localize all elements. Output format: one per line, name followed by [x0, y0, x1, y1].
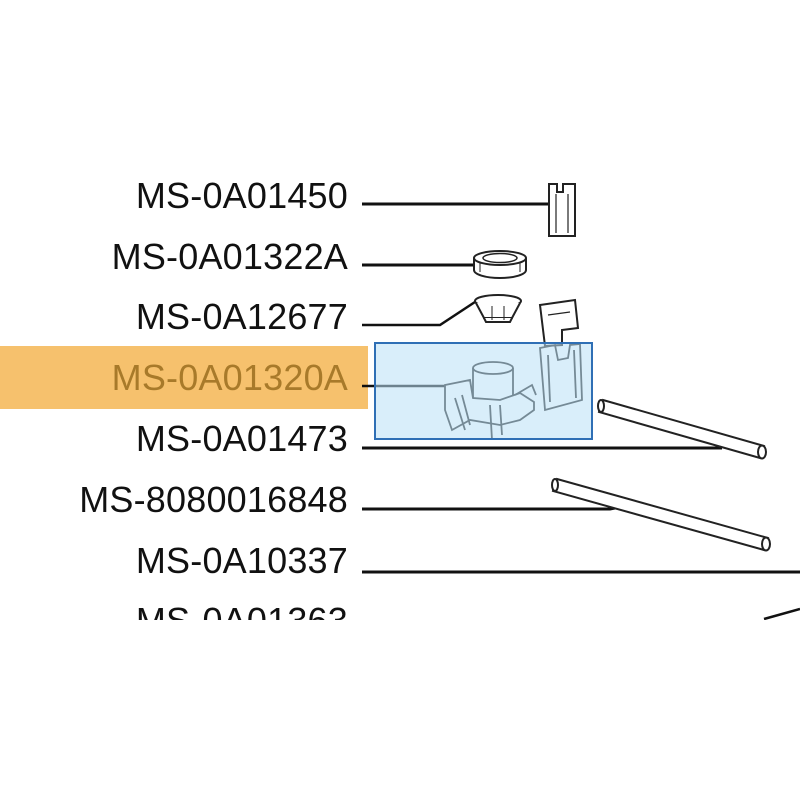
part-drawing-p3 — [474, 294, 522, 323]
part-label-ms-0a01320a[interactable]: MS-0A01320A — [111, 357, 348, 398]
part-drawing-p5 — [597, 398, 767, 460]
part-label-ms-0a10337[interactable]: MS-0A10337 — [135, 540, 348, 581]
part-drawing-p1 — [548, 183, 576, 237]
highlighted-row-band — [0, 346, 368, 409]
leader-line-p8 — [763, 607, 800, 621]
part-label-ms-0a01322a[interactable]: MS-0A01322A — [111, 236, 348, 277]
part-drawing-p2 — [473, 250, 527, 279]
part-label-ms-8080016848[interactable]: MS-8080016848 — [79, 479, 348, 520]
leader-line-p3 — [362, 298, 479, 327]
part-drawing-p6 — [551, 477, 771, 552]
selection-box[interactable] — [374, 342, 593, 440]
part-label-ms-0a12677[interactable]: MS-0A12677 — [135, 296, 348, 337]
cropped-area — [0, 620, 800, 800]
part-label-ms-0a01473[interactable]: MS-0A01473 — [135, 418, 348, 459]
part-label-ms-0a01450[interactable]: MS-0A01450 — [135, 175, 348, 216]
part-drawing-bracket — [538, 298, 580, 348]
